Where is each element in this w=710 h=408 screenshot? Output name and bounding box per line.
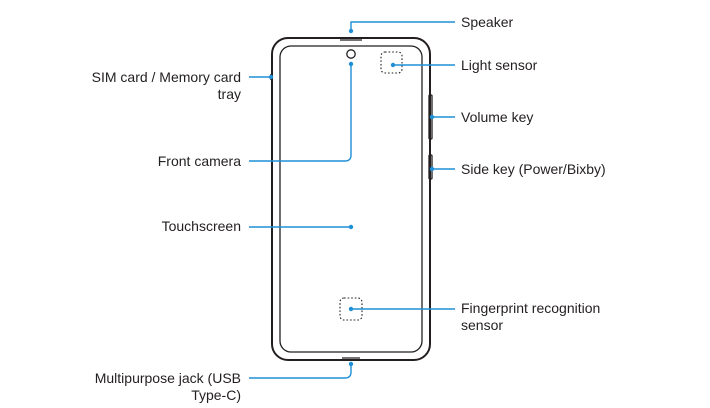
callout-dot-front-camera [348,61,354,67]
label-sim-tray-line1: SIM card / Memory card [91,69,241,85]
light-sensor-area [380,51,403,74]
label-fingerprint-line2: sensor [461,317,504,333]
label-volume-key: Volume key [461,109,534,125]
label-side-key: Side key (Power/Bixby) [461,161,606,177]
label-sim-tray-line2: tray [217,86,241,102]
label-speaker: Speaker [461,14,514,30]
label-fingerprint-line1: Fingerprint recognition [461,300,601,316]
callout-dot-speaker [348,28,354,34]
label-light-sensor: Light sensor [461,57,538,73]
callout-dot-volume-key [429,114,435,120]
fingerprint-sensor-area [339,297,363,321]
callout-dot-side-key [429,166,435,172]
label-front-camera: Front camera [157,153,241,169]
callout-dot-touchscreen [348,224,354,230]
callout-dot-fingerprint [348,306,354,312]
phone-screen-outline [279,45,423,353]
label-usb-jack-line2: Type-C) [191,387,241,403]
label-usb-jack-line1: Multipurpose jack (USB [94,370,241,386]
callout-dot-usb-jack [348,361,354,367]
label-touchscreen: Touchscreen [161,218,241,234]
callout-line-front-camera [249,64,352,162]
callout-dot-sim-tray [268,74,274,80]
front-camera-hole [346,49,356,59]
callout-line-speaker [350,21,455,30]
callout-dot-light-sensor [390,62,396,68]
callout-line-usb-jack [249,365,352,379]
phone-body-outline [271,37,431,361]
